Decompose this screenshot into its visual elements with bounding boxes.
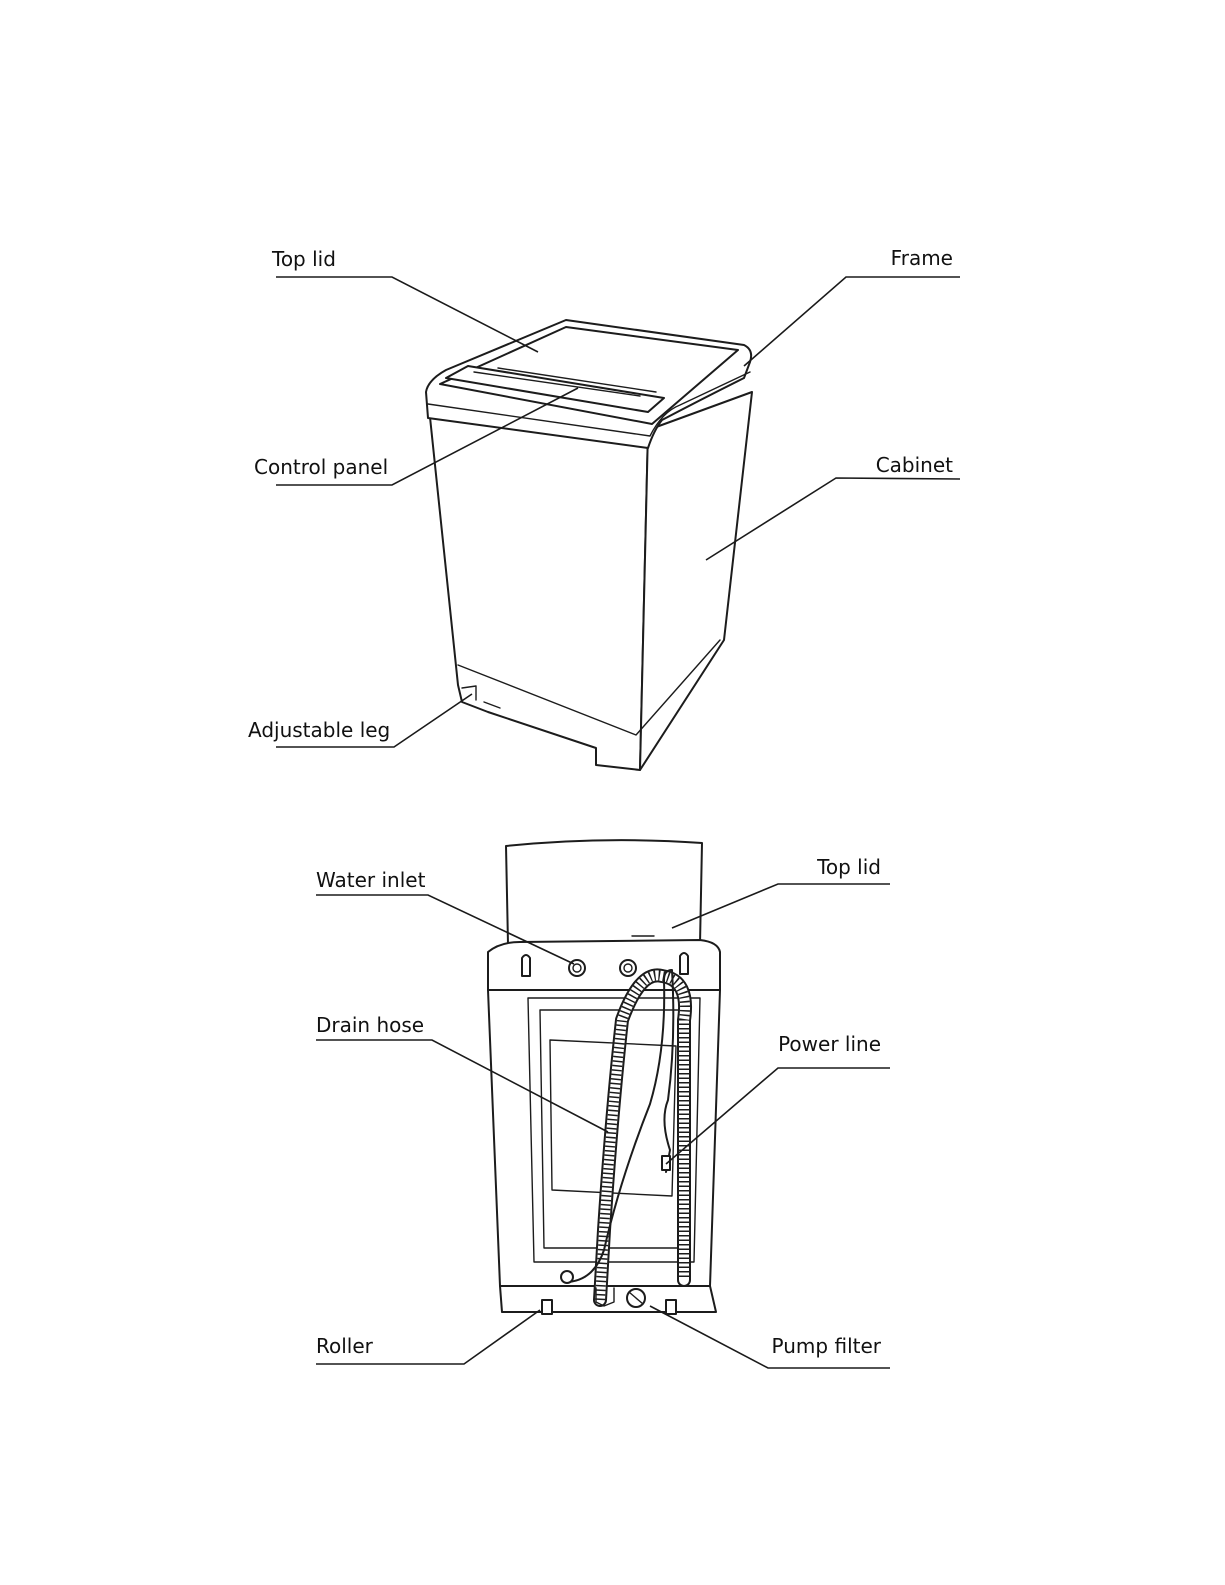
label-pump-filter: Pump filter — [772, 1334, 882, 1358]
roller-left — [542, 1300, 552, 1314]
label-drain-hose: Drain hose — [316, 1013, 424, 1037]
leader-top-lid-back — [672, 884, 890, 928]
back-view-illustration — [488, 840, 720, 1314]
back-base — [500, 1286, 716, 1312]
front-view-illustration — [426, 320, 752, 770]
label-frame: Frame — [891, 246, 953, 270]
label-power-line: Power line — [778, 1032, 881, 1056]
label-top-lid: Top lid — [271, 247, 336, 271]
secondary-port — [620, 960, 636, 976]
label-adjustable-leg: Adjustable leg — [248, 718, 390, 742]
label-water-inlet: Water inlet — [316, 868, 426, 892]
drain-outlet — [561, 1271, 573, 1283]
cabinet-front-face — [428, 398, 648, 770]
leader-top-lid — [276, 277, 538, 352]
leader-cabinet — [706, 478, 960, 560]
label-top-lid-back: Top lid — [816, 855, 881, 879]
cabinet-side-face — [640, 392, 752, 770]
roller-right — [666, 1300, 676, 1314]
label-control-panel: Control panel — [254, 455, 388, 479]
leader-frame — [744, 277, 960, 366]
label-cabinet: Cabinet — [876, 453, 953, 477]
label-roller: Roller — [316, 1334, 374, 1358]
